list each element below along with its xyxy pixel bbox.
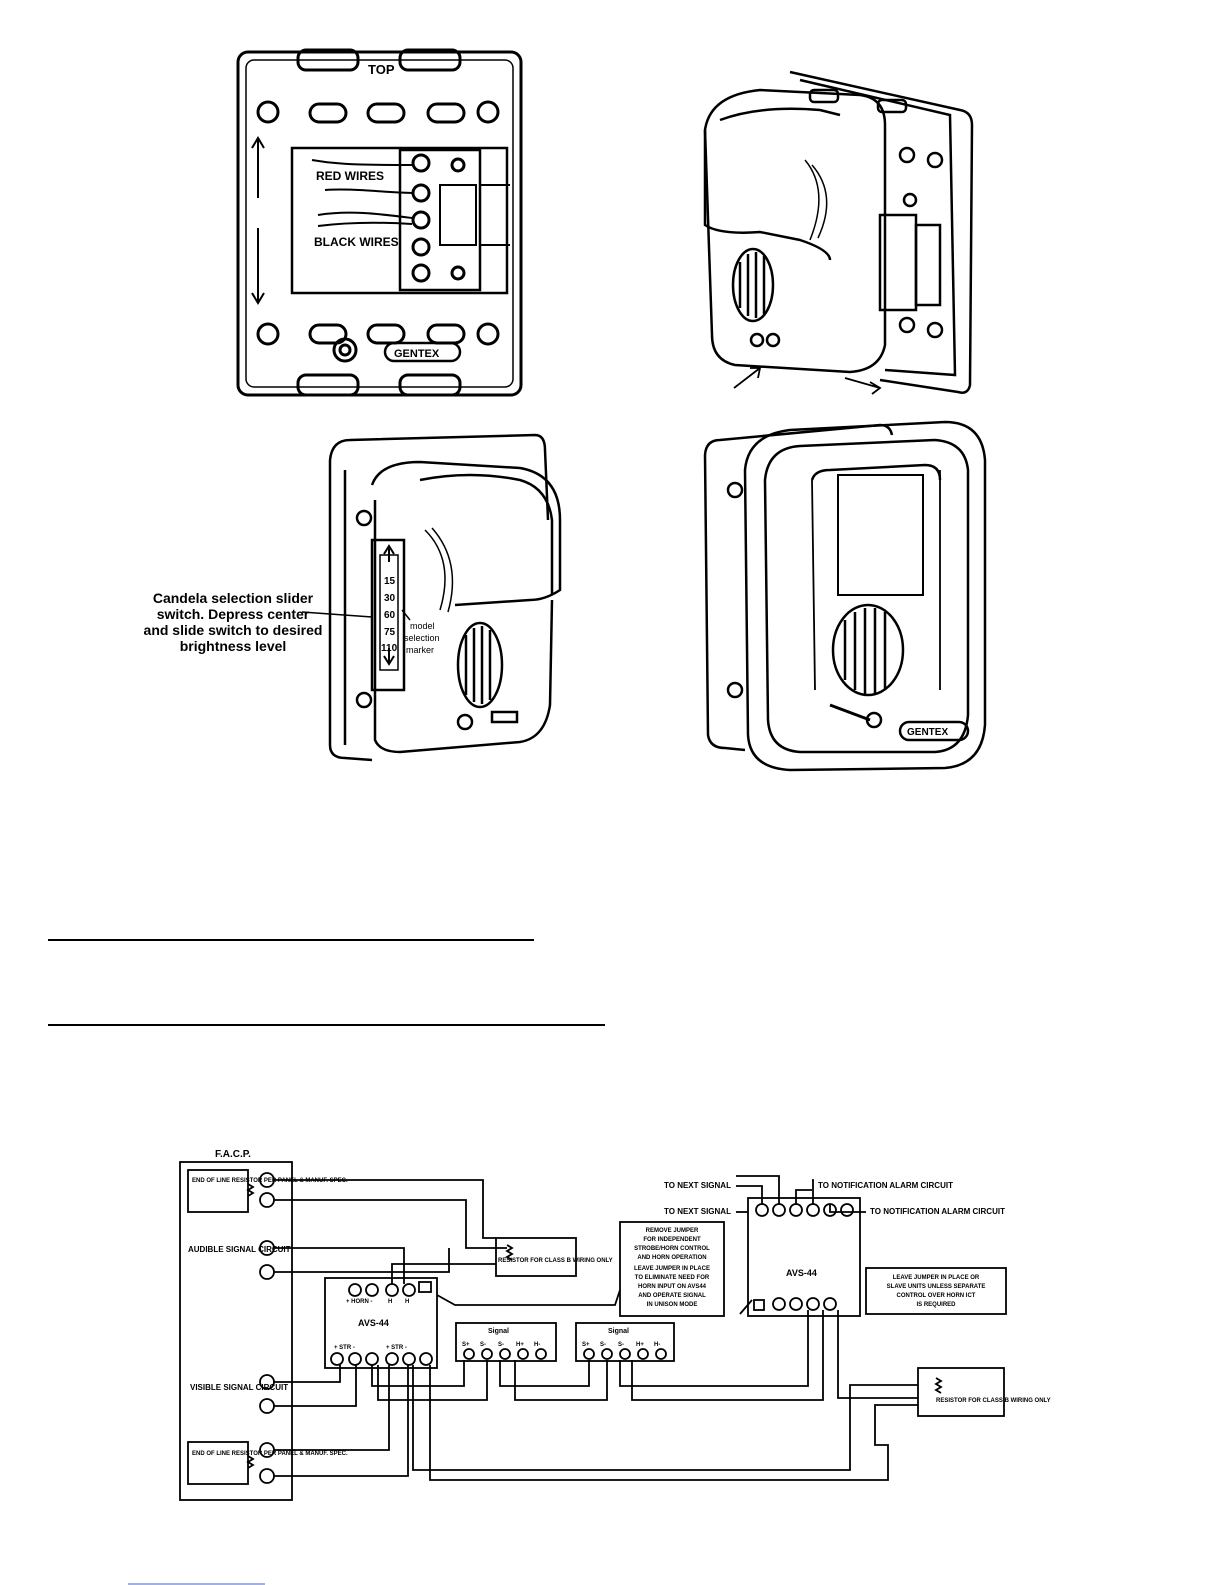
signal-term: S- bbox=[498, 1342, 504, 1348]
to-next-signal-1: TO NEXT SIGNAL bbox=[664, 1181, 731, 1190]
jumper-note-line: AND OPERATE SIGNAL bbox=[638, 1293, 706, 1299]
module-term: + STR - bbox=[386, 1345, 407, 1351]
callout-line: and slide switch to desired bbox=[143, 622, 323, 638]
jumper-note-line: AND HORN OPERATION bbox=[637, 1255, 706, 1261]
leave-jumper-line: LEAVE JUMPER IN PLACE OR bbox=[893, 1275, 980, 1281]
module-name-right: AVS-44 bbox=[786, 1268, 817, 1278]
jumper-note-line: STROBE/HORN CONTROL bbox=[634, 1246, 710, 1252]
module-term: + STR - bbox=[334, 1345, 355, 1351]
module-term: + HORN - bbox=[346, 1299, 373, 1305]
marker-label: model bbox=[410, 621, 435, 631]
jumper-note-line: TO ELIMINATE NEED FOR bbox=[635, 1275, 710, 1281]
top-label: TOP bbox=[368, 62, 395, 77]
jumper-note-line: LEAVE JUMPER IN PLACE bbox=[634, 1266, 710, 1272]
facp-label: F.A.C.P. bbox=[215, 1149, 251, 1160]
eol-note-top: END OF LINE RESISTOR PER PANEL & MANUF. … bbox=[192, 1178, 348, 1184]
jumper-note: REMOVE JUMPER FOR INDEPENDENT STROBE/HOR… bbox=[634, 1228, 710, 1308]
module-term: H bbox=[405, 1299, 409, 1305]
to-next-signal-2: TO NEXT SIGNAL bbox=[664, 1207, 731, 1216]
signal-term: S- bbox=[600, 1342, 606, 1348]
eol-class-note-2: RESISTOR FOR CLASS B WIRING ONLY bbox=[936, 1398, 1051, 1404]
signal-term: H- bbox=[654, 1342, 660, 1348]
candela-value: 75 bbox=[384, 627, 396, 638]
signal-label-2: Signal bbox=[608, 1328, 629, 1335]
brand-logo-4: GENTEX bbox=[907, 727, 948, 738]
leave-jumper-line: SLAVE UNITS UNLESS SEPARATE bbox=[887, 1284, 986, 1290]
brand-logo-1: GENTEX bbox=[394, 348, 440, 360]
signal-term: S- bbox=[618, 1342, 624, 1348]
jumper-note-line: FOR INDEPENDENT bbox=[643, 1237, 701, 1243]
assembled-unit-figure bbox=[703, 420, 987, 772]
wiring-diagram bbox=[179, 1161, 1007, 1501]
module-name-left: AVS-44 bbox=[358, 1318, 389, 1328]
candela-switch-figure bbox=[301, 433, 562, 762]
candela-value: 60 bbox=[384, 610, 396, 621]
candela-values: 15 30 60 75 110 model selection marker bbox=[381, 576, 440, 655]
candela-value: 30 bbox=[384, 593, 396, 604]
signal-term: H+ bbox=[636, 1342, 644, 1348]
mounting-figure bbox=[703, 70, 974, 395]
to-nac-2: TO NOTIFICATION ALARM CIRCUIT bbox=[870, 1207, 1005, 1216]
visible-circuit-label: VISIBLE SIGNAL CIRCUIT bbox=[190, 1383, 288, 1392]
eol-note-bottom: END OF LINE RESISTOR PER PANEL & MANUF. … bbox=[192, 1451, 348, 1457]
wiring-labels: F.A.C.P. END OF LINE RESISTOR PER PANEL … bbox=[188, 1149, 1051, 1457]
callout-line: Candela selection slider bbox=[152, 590, 314, 606]
jumper-note-line: REMOVE JUMPER bbox=[646, 1228, 699, 1234]
signal-term: S+ bbox=[462, 1342, 470, 1348]
jumper-note-line: HORN INPUT ON AVS44 bbox=[638, 1284, 707, 1290]
callout-line: switch. Depress center bbox=[156, 606, 310, 622]
to-nac-1: TO NOTIFICATION ALARM CIRCUIT bbox=[818, 1181, 953, 1190]
red-wires-label: RED WIRES bbox=[316, 169, 384, 183]
marker-label: selection bbox=[404, 633, 440, 643]
black-wires-label: BLACK WIRES bbox=[314, 235, 399, 249]
leave-jumper-line: CONTROL OVER HORN ICT bbox=[897, 1293, 976, 1299]
jumper-note-line: IN UNISON MODE bbox=[647, 1302, 698, 1308]
module-term: H bbox=[388, 1299, 392, 1305]
audible-circuit-label: AUDIBLE SIGNAL CIRCUIT bbox=[188, 1245, 291, 1254]
marker-label: marker bbox=[406, 645, 434, 655]
leave-jumper-line: IS REQUIRED bbox=[916, 1302, 956, 1308]
signal-label-1: Signal bbox=[488, 1328, 509, 1335]
signal-term: S- bbox=[480, 1342, 486, 1348]
callout-line: brightness level bbox=[179, 638, 287, 654]
candela-value: 15 bbox=[384, 576, 396, 587]
eol-class-note-1: RESISTOR FOR CLASS B WIRING ONLY bbox=[498, 1258, 613, 1264]
candela-callout: Candela selection slider switch. Depress… bbox=[140, 590, 326, 654]
leave-jumper-note: LEAVE JUMPER IN PLACE OR SLAVE UNITS UNL… bbox=[887, 1275, 986, 1308]
back-plate-figure bbox=[236, 48, 523, 397]
signal-term: H+ bbox=[516, 1342, 524, 1348]
candela-value: 110 bbox=[381, 643, 398, 654]
signal-term: S+ bbox=[582, 1342, 590, 1348]
signal-term: H- bbox=[534, 1342, 540, 1348]
